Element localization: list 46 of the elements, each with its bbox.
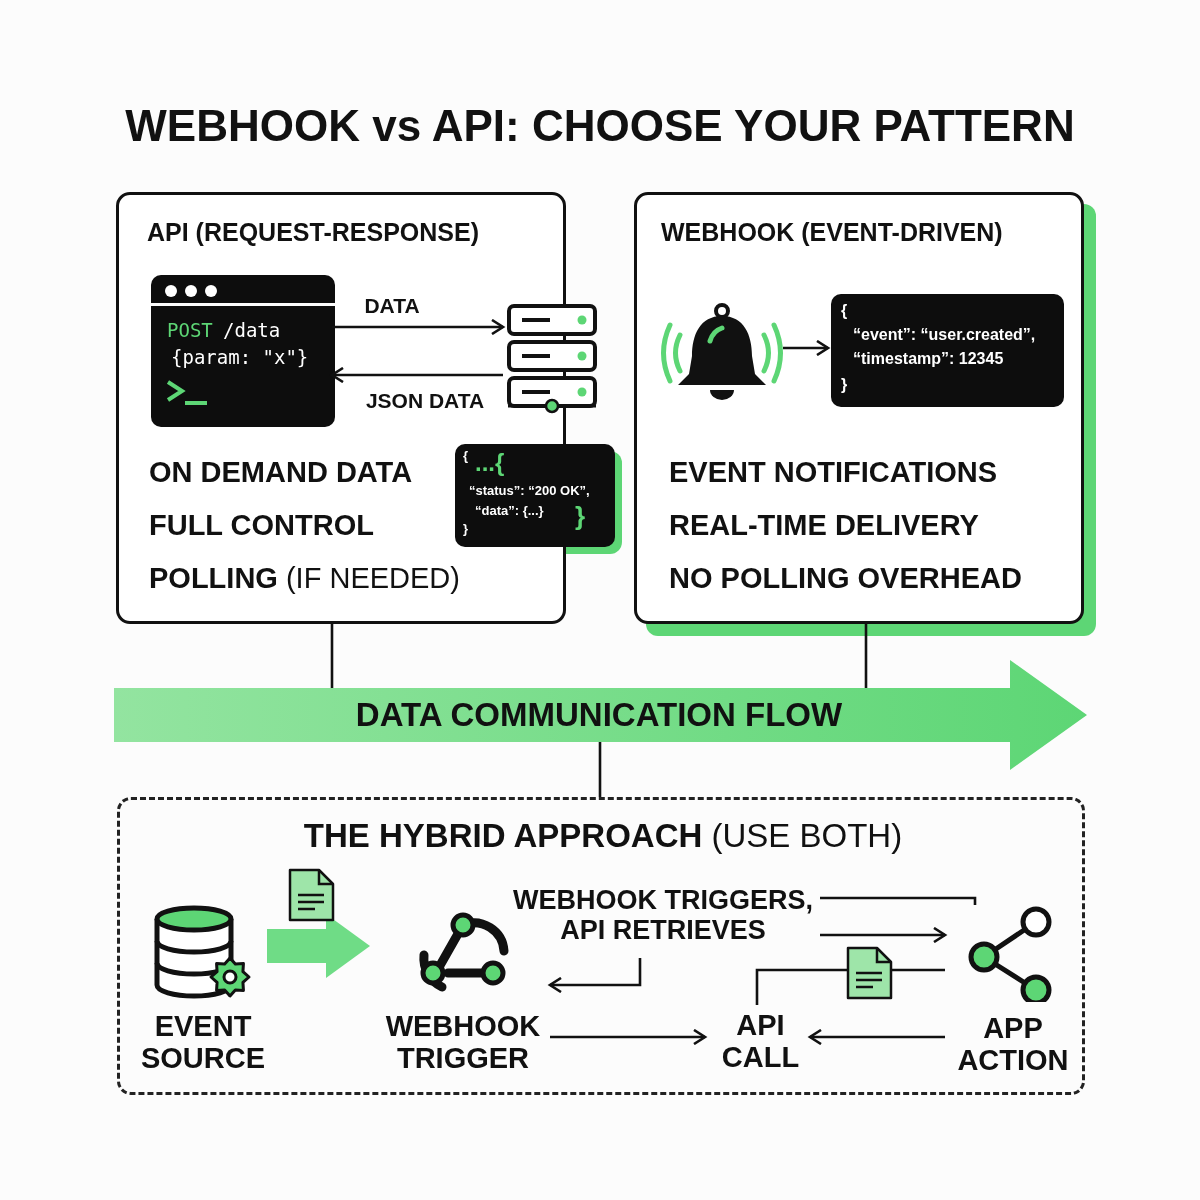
code-text: } <box>575 502 586 531</box>
webhook-panel <box>634 192 1084 624</box>
arrow <box>332 318 505 336</box>
arrow <box>550 1028 707 1046</box>
connector-line <box>864 624 868 688</box>
code-text: /data <box>223 320 281 341</box>
code-text: POST <box>167 320 213 341</box>
code-text: “timestamp”: 12345 <box>853 350 1004 368</box>
feature-text: REAL-TIME DELIVERY <box>669 510 980 542</box>
feature-text: EVENT NOTIFICATIONS <box>669 457 999 489</box>
feature-text: ON DEMAND DATA <box>149 457 414 489</box>
code-text: } <box>463 522 469 537</box>
feature-text: POLLING (IF NEEDED) <box>149 563 461 595</box>
code-text: { <box>841 302 848 320</box>
annotation-text: WEBHOOK TRIGGERS, API RETRIEVES <box>512 886 814 946</box>
feature-text: NO POLLING OVERHEAD <box>669 563 1023 595</box>
feature-text: FULL CONTROL <box>149 510 375 542</box>
node-label: API CALL <box>720 1010 801 1074</box>
code-text: “data”: {...} <box>475 504 544 519</box>
code-text: {param: "x"} <box>171 347 309 368</box>
code-text: “event”: “user.created”, <box>853 326 1036 344</box>
code-text: “status”: “200 OK”, <box>469 484 590 499</box>
node-label: WEBHOOK TRIGGER <box>384 1011 542 1075</box>
node-label: APP ACTION <box>956 1013 1070 1077</box>
connector-line <box>755 968 945 1005</box>
connector-line <box>330 624 334 688</box>
code-text: { <box>463 449 469 464</box>
terminal-window <box>151 275 335 427</box>
bell-icon <box>658 301 786 403</box>
panel-heading: WEBHOOK (EVENT-DRIVEN) <box>661 219 1004 247</box>
json-code-box <box>455 444 615 547</box>
connector-line <box>820 896 977 905</box>
section-heading: THE HYBRID APPROACH (USE BOTH) <box>302 818 904 855</box>
json-code-box <box>831 294 1064 407</box>
arrow <box>820 926 947 944</box>
band-label: DATA COMMUNICATION FLOW <box>354 697 844 734</box>
server-icon <box>506 303 598 415</box>
panel-heading: API (REQUEST-RESPONSE) <box>147 219 480 247</box>
title: WEBHOOK vs API: CHOOSE YOUR PATTERN <box>124 102 1076 151</box>
code-text: } <box>841 376 848 394</box>
connector-line <box>598 742 602 797</box>
arrow <box>808 1028 945 1046</box>
arrow <box>548 958 642 994</box>
code-text: ...{ <box>475 450 505 477</box>
node-label: EVENT SOURCE <box>139 1011 267 1075</box>
arrow <box>783 339 830 357</box>
